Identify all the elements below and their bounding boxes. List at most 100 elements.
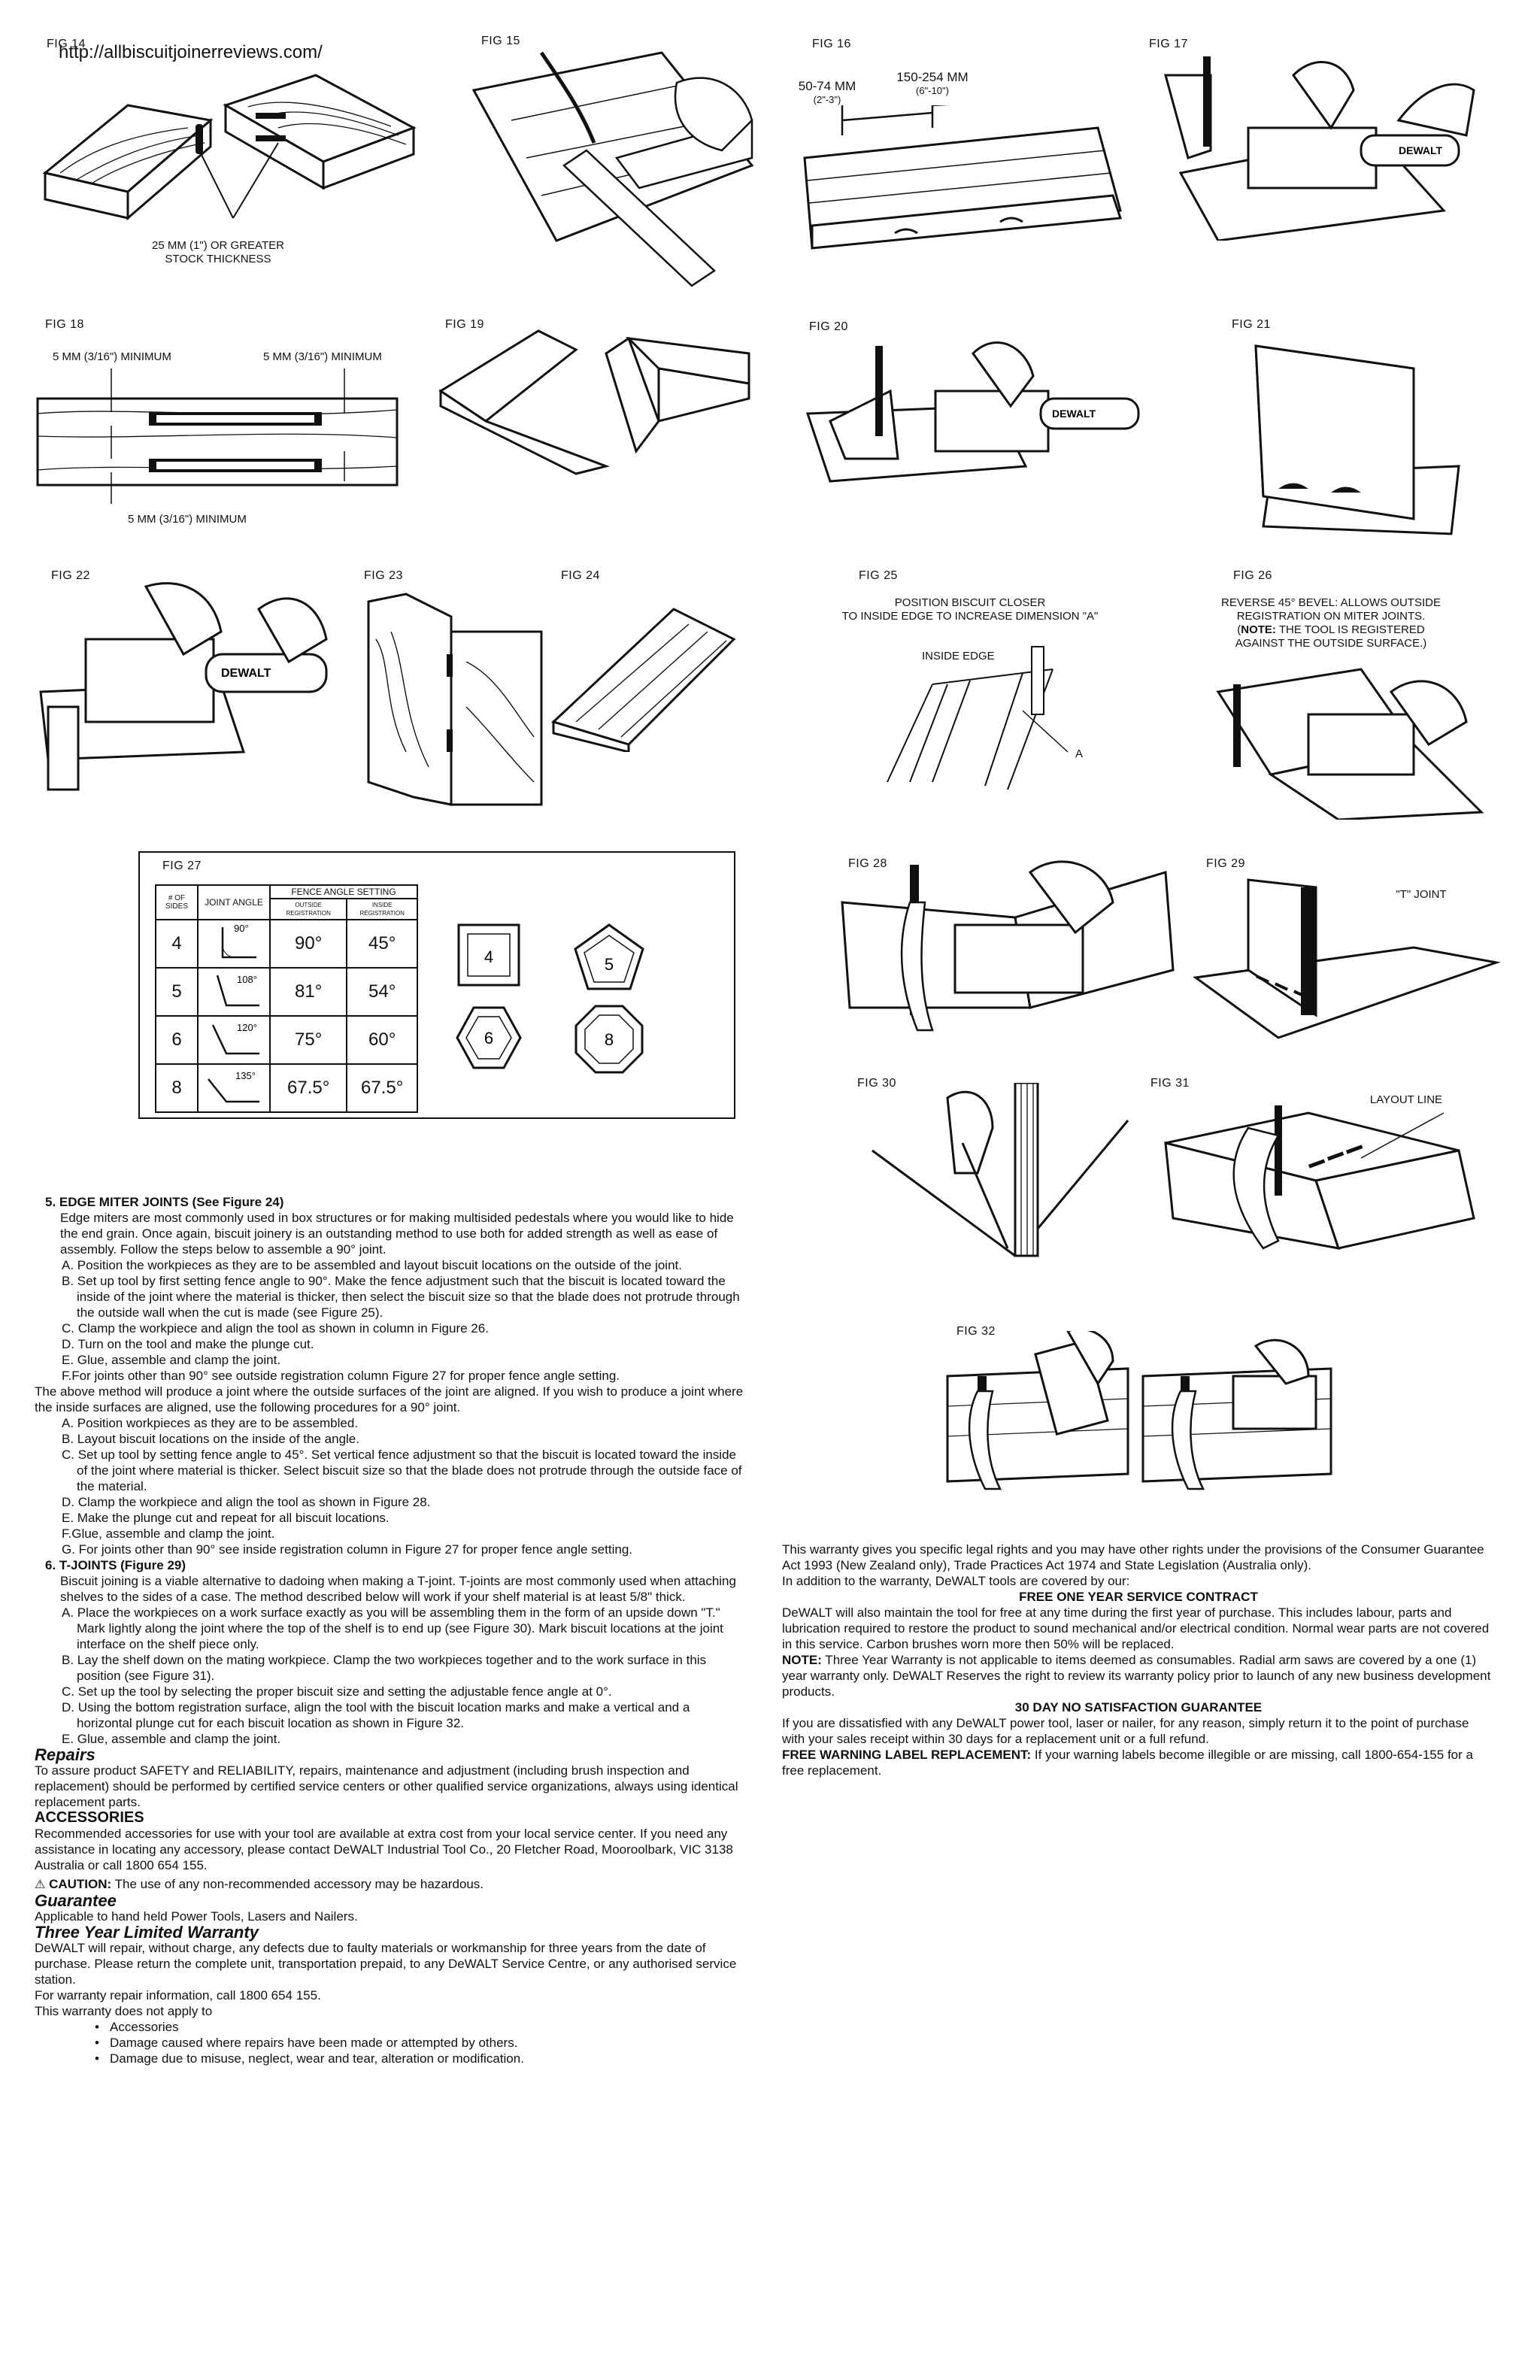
step-text: B. Lay the shelf down on the mating work… <box>62 1653 707 1683</box>
fig18-min-bottom: 5 mm (3/16") MINIMUM <box>128 513 247 526</box>
fig26-caption: REVERSE 45° BEVEL: ALLOWS OUTSIDE REGIST… <box>1221 596 1441 650</box>
square-shape: 4 <box>457 923 520 987</box>
fig16-dim1: 50-74 mm(2"-3") <box>798 79 856 106</box>
fig27-polygons: 4 5 6 8 <box>456 923 644 1074</box>
fig22-illustration: DEWALT <box>39 582 328 791</box>
fig32-illustration <box>946 1331 1332 1490</box>
fig18-illustration <box>36 368 399 504</box>
step-text: D. Using the bottom registration surface… <box>62 1700 690 1730</box>
list-item: Damage due to misuse, neglect, wear and … <box>35 2051 747 2066</box>
fig29-label: FIG 29 <box>1206 857 1245 870</box>
warranty-body: DeWALT will repair, without charge, any … <box>35 1941 737 1987</box>
shape-label: 6 <box>484 1029 493 1048</box>
step-text: F.Glue, assemble and clamp the joint. <box>62 1527 275 1541</box>
fig20-illustration: DEWALT <box>805 341 1140 483</box>
satisfaction-body: If you are dissatisfied with any DeWALT … <box>782 1716 1469 1746</box>
repairs-body: To assure product SAFETY and RELIABILITY… <box>35 1763 738 1809</box>
step-text: E. Glue, assemble and clamp the joint. <box>62 1353 281 1367</box>
fig15-label: FIG 15 <box>481 35 520 47</box>
joint-angle-cell: 90° <box>197 919 271 969</box>
step-text: A. Position workpieces as they are to be… <box>62 1416 359 1430</box>
step-text: G. For joints other than 90° see inside … <box>62 1542 632 1557</box>
watermark-url: http://allbiscuitjoinerreviews.com/ <box>59 42 323 62</box>
step-text: A. Place the workpieces on a work surfac… <box>62 1605 723 1651</box>
angle-value: 120° <box>237 1022 257 1033</box>
fig27-col-inside: INSIDE REGISTRATION <box>346 898 418 920</box>
fig25-illustration <box>887 646 1069 790</box>
table-row: 5 108° 81° 54° <box>155 967 418 1017</box>
step-text: D. Clamp the workpiece and align the too… <box>62 1495 431 1509</box>
satisfaction-heading: 30 DAY NO SATISFACTION GUARANTEE <box>1014 1700 1263 1715</box>
fig21-illustration <box>1254 344 1460 535</box>
section-5-mid: The above method will produce a joint wh… <box>35 1384 744 1414</box>
fig25-label: FIG 25 <box>859 569 898 582</box>
step-text: C. Set up tool by setting fence angle to… <box>62 1448 742 1493</box>
fig15-illustration <box>471 51 754 287</box>
guarantee-body: Applicable to hand held Power Tools, Las… <box>35 1909 358 1924</box>
section-5-intro: Edge miters are most commonly used in bo… <box>60 1211 734 1257</box>
section-5-title: 5. EDGE MITER JOINTS (See Figure 24) <box>45 1195 284 1209</box>
fig24-label: FIG 24 <box>561 569 600 582</box>
fig17-brand: DEWALT <box>1399 144 1443 156</box>
fig22-brand: DEWALT <box>221 667 271 680</box>
fig22-label: FIG 22 <box>51 569 90 582</box>
fig20-label: FIG 20 <box>809 320 848 333</box>
fig16-label: FIG 16 <box>812 38 851 50</box>
fig21-label: FIG 21 <box>1232 318 1271 331</box>
fig31-layout-line: LAYOUT LINE <box>1369 1093 1443 1106</box>
fig19-illustration <box>438 329 750 475</box>
table-row: 6 120° 75° 60° <box>155 1015 418 1065</box>
step-text: B. Set up tool by first setting fence an… <box>62 1274 740 1320</box>
fig28-label: FIG 28 <box>848 857 887 870</box>
fig16-illustration <box>803 105 1123 250</box>
fig31-label: FIG 31 <box>1150 1077 1190 1090</box>
right-text-column: This warranty gives you specific legal r… <box>782 1542 1495 1778</box>
octagon-shape: 8 <box>574 1005 644 1074</box>
accessories-body: Recommended accessories for use with you… <box>35 1827 733 1872</box>
shape-label: 5 <box>605 955 614 974</box>
fig29-t-joint: "T" JOINT <box>1396 888 1447 901</box>
shape-label: 8 <box>605 1030 614 1049</box>
step-text: E. Glue, assemble and clamp the joint. <box>62 1732 281 1746</box>
fig26-label: FIG 26 <box>1233 569 1272 582</box>
guarantee-heading: Guarantee <box>35 1891 117 1910</box>
fig19-label: FIG 19 <box>445 318 484 331</box>
warranty-rights: This warranty gives you specific legal r… <box>782 1542 1484 1572</box>
step-text: F.For joints other than 90° see outside … <box>62 1369 620 1383</box>
fig27-angle-table: # OF SIDES JOINT ANGLE FENCE ANGLE SETTI… <box>155 884 418 1113</box>
repairs-heading: Repairs <box>35 1745 95 1764</box>
fig14-illustration <box>42 74 417 221</box>
fig27-col-sides: # OF SIDES <box>155 884 199 920</box>
fig14-label: FIG 14 <box>47 38 86 50</box>
joint-angle-cell: 135° <box>197 1063 271 1113</box>
fig25-a: A <box>1075 747 1083 760</box>
fig27-label: FIG 27 <box>162 860 202 872</box>
table-row: 4 90° 90° 45° <box>155 919 418 969</box>
accessories-heading: ACCESSORIES <box>35 1809 144 1826</box>
fig30-label: FIG 30 <box>857 1077 896 1090</box>
list-item: Damage caused where repairs have been ma… <box>35 2035 747 2051</box>
fig31-illustration <box>1164 1105 1475 1250</box>
warning-label-line: FREE WARNING LABEL REPLACEMENT: If your … <box>782 1748 1473 1778</box>
note-line: NOTE: Three Year Warranty is not applica… <box>782 1653 1491 1699</box>
pentagon-shape: 5 <box>574 923 644 990</box>
step-text: D. Turn on the tool and make the plunge … <box>62 1337 314 1351</box>
section-6-title: 6. T-JOINTS (Figure 29) <box>45 1558 186 1572</box>
shape-label: 4 <box>484 947 493 966</box>
fig26-illustration <box>1216 668 1484 820</box>
fig32-label: FIG 32 <box>956 1325 996 1338</box>
fig17-illustration: DEWALT <box>1164 56 1475 241</box>
fig27-frame <box>138 851 735 1119</box>
fig30-illustration <box>872 1083 1129 1257</box>
fig28-illustration <box>841 860 1175 1032</box>
fig23-illustration <box>367 593 543 806</box>
angle-value: 135° <box>235 1070 256 1081</box>
service-contract-body: DeWALT will also maintain the tool for f… <box>782 1605 1490 1651</box>
warranty-not-apply: This warranty does not apply to <box>35 2004 213 2018</box>
left-text-column: 5. EDGE MITER JOINTS (See Figure 24) Edg… <box>35 1194 747 2066</box>
step-text: C. Set up the tool by selecting the prop… <box>62 1684 612 1699</box>
section-6-intro: Biscuit joining is a viable alternative … <box>60 1574 736 1604</box>
fig25-inside-edge: INSIDE EDGE <box>922 650 995 662</box>
